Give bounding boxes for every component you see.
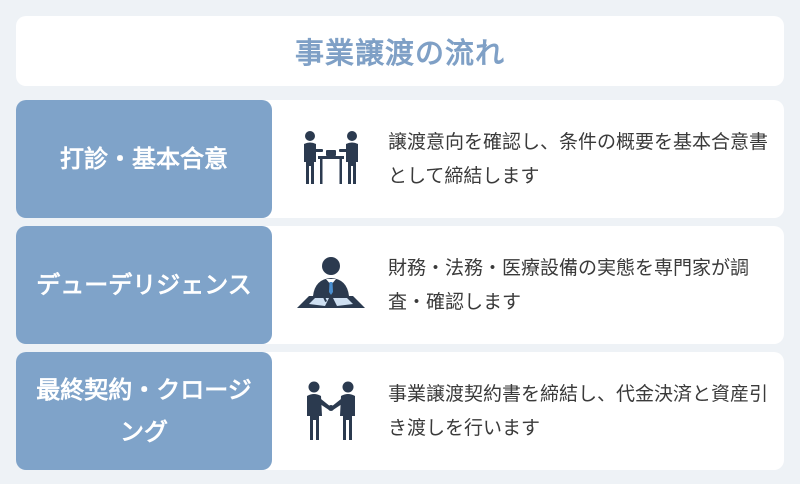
step-3-label-box: 最終契約・クロージング (16, 352, 272, 470)
step-3-label: 最終契約・クロージング (36, 376, 252, 446)
handshake-icon (286, 366, 376, 456)
step-1-label: 打診・基本合意 (60, 145, 228, 173)
step-2-label: デューデリジェンス (36, 271, 252, 299)
title-box: 事業譲渡の流れ (16, 16, 784, 86)
businessman-desk-icon (286, 240, 376, 330)
step-3-description: 事業譲渡契約書を締結し、代金決済と資産引き渡しを行います (388, 383, 769, 439)
step-2-label-box: デューデリジェンス (16, 226, 272, 344)
step-2-description: 財務・法務・医療設備の実態を専門家が調査・確認します (388, 257, 750, 313)
meeting-table-icon (286, 114, 376, 204)
step-1-description-box: 譲渡意向を確認し、条件の概要を基本合意書として締結します (388, 100, 774, 218)
step-1-description: 譲渡意向を確認し、条件の概要を基本合意書として締結します (388, 131, 769, 187)
step-2-description-box: 財務・法務・医療設備の実態を専門家が調査・確認します (388, 226, 774, 344)
step-3: 最終契約・クロージング 事業譲渡契約書を締結し、代金決済と資産引き渡しを行います (16, 352, 784, 470)
step-3-description-box: 事業譲渡契約書を締結し、代金決済と資産引き渡しを行います (388, 352, 774, 470)
page-title: 事業譲渡の流れ (294, 36, 505, 70)
step-2: デューデリジェンス 財務・法務・医療設備の実態を専門家が調査・確認します (16, 226, 784, 344)
step-1-label-box: 打診・基本合意 (16, 100, 272, 218)
step-1: 打診・基本合意 譲渡意向を確認し、条件の概要を基本合意書として締結し (16, 100, 784, 218)
